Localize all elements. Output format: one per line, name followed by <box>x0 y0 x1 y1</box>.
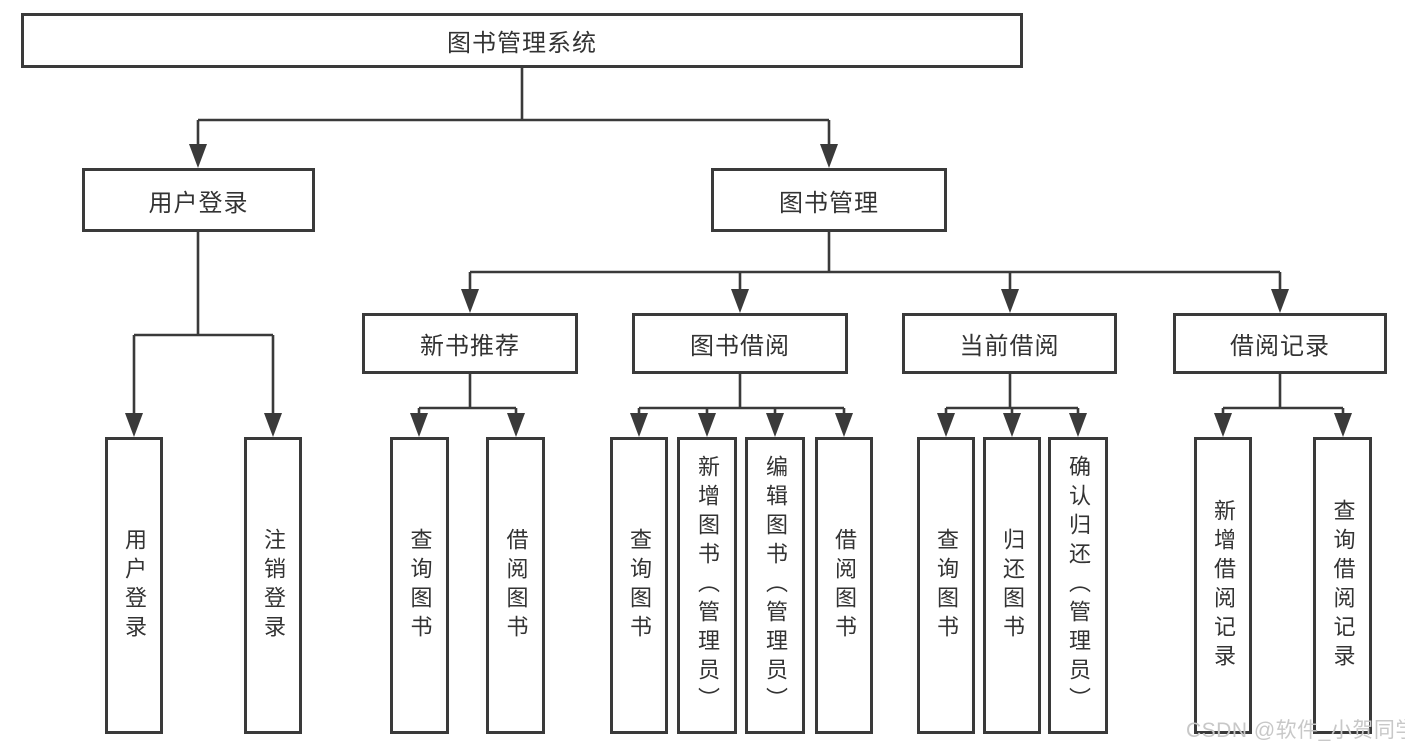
node-new-book-rec: 新书推荐 <box>362 313 578 374</box>
node-borrow-records: 借阅记录 <box>1173 313 1387 374</box>
edge-current-borrow-children <box>937 374 1087 437</box>
node-user-login-branch-label: 用户登录 <box>148 189 249 217</box>
node-current-borrow-label: 当前借阅 <box>959 333 1060 360</box>
leaf-user-login-label: 用户登录 <box>122 527 147 644</box>
edge-new-book-rec-children <box>410 374 525 437</box>
leaf-rec-borrow-books: 借阅图书 <box>486 437 545 734</box>
leaf-current-query-books-label: 查询图书 <box>934 527 959 644</box>
edge-root-to-branches <box>189 68 838 168</box>
leaf-borrow-query-books-label: 查询图书 <box>627 527 652 644</box>
leaf-add-borrow-record-label: 新增借阅记录 <box>1211 498 1236 673</box>
leaf-return-books-label: 归还图书 <box>1000 527 1025 644</box>
node-new-book-rec-label: 新书推荐 <box>420 333 520 360</box>
node-current-borrow: 当前借阅 <box>902 313 1117 374</box>
node-root-system-label: 图书管理系统 <box>447 30 597 57</box>
node-book-mgmt-branch-label: 图书管理 <box>779 189 879 217</box>
leaf-query-borrow-record-label: 查询借阅记录 <box>1330 498 1356 673</box>
leaf-add-books-admin: 新增图书（管理员） <box>677 437 737 734</box>
leaf-edit-books-admin: 编辑图书（管理员） <box>745 437 805 734</box>
leaf-borrow-query-books: 查询图书 <box>610 437 668 734</box>
leaf-rec-query-books: 查询图书 <box>390 437 449 734</box>
leaf-confirm-return-admin: 确认归还（管理员） <box>1048 437 1108 734</box>
leaf-current-query-books: 查询图书 <box>917 437 975 734</box>
node-root-system: 图书管理系统 <box>21 13 1023 68</box>
leaf-user-login: 用户登录 <box>105 437 163 734</box>
csdn-watermark: CSDN @软件_小贺同学 <box>1186 719 1405 742</box>
leaf-return-books: 归还图书 <box>983 437 1041 734</box>
edge-borrow-records-children <box>1214 374 1352 437</box>
node-user-login-branch: 用户登录 <box>82 168 315 232</box>
leaf-borrow-books: 借阅图书 <box>815 437 873 734</box>
node-borrow-records-label: 借阅记录 <box>1230 333 1330 360</box>
leaf-logout-label: 注销登录 <box>261 527 286 644</box>
leaf-add-borrow-record: 新增借阅记录 <box>1194 437 1252 734</box>
node-book-mgmt-branch: 图书管理 <box>711 168 947 232</box>
edge-book-borrow-children <box>630 374 853 437</box>
edge-user-login-children <box>125 232 282 437</box>
leaf-borrow-books-label: 借阅图书 <box>832 527 857 644</box>
node-book-borrow: 图书借阅 <box>632 313 848 374</box>
leaf-confirm-return-admin-label: 确认归还（管理员） <box>1066 455 1091 716</box>
node-book-borrow-label: 图书借阅 <box>690 333 790 360</box>
leaf-add-books-admin-label: 新增图书（管理员） <box>695 455 720 716</box>
leaf-rec-query-books-label: 查询图书 <box>407 527 433 644</box>
edge-book-mgmt-modules <box>461 232 1289 313</box>
leaf-rec-borrow-books-label: 借阅图书 <box>503 527 529 644</box>
leaf-edit-books-admin-label: 编辑图书（管理员） <box>763 455 788 716</box>
leaf-query-borrow-record: 查询借阅记录 <box>1313 437 1372 734</box>
leaf-logout: 注销登录 <box>244 437 302 734</box>
